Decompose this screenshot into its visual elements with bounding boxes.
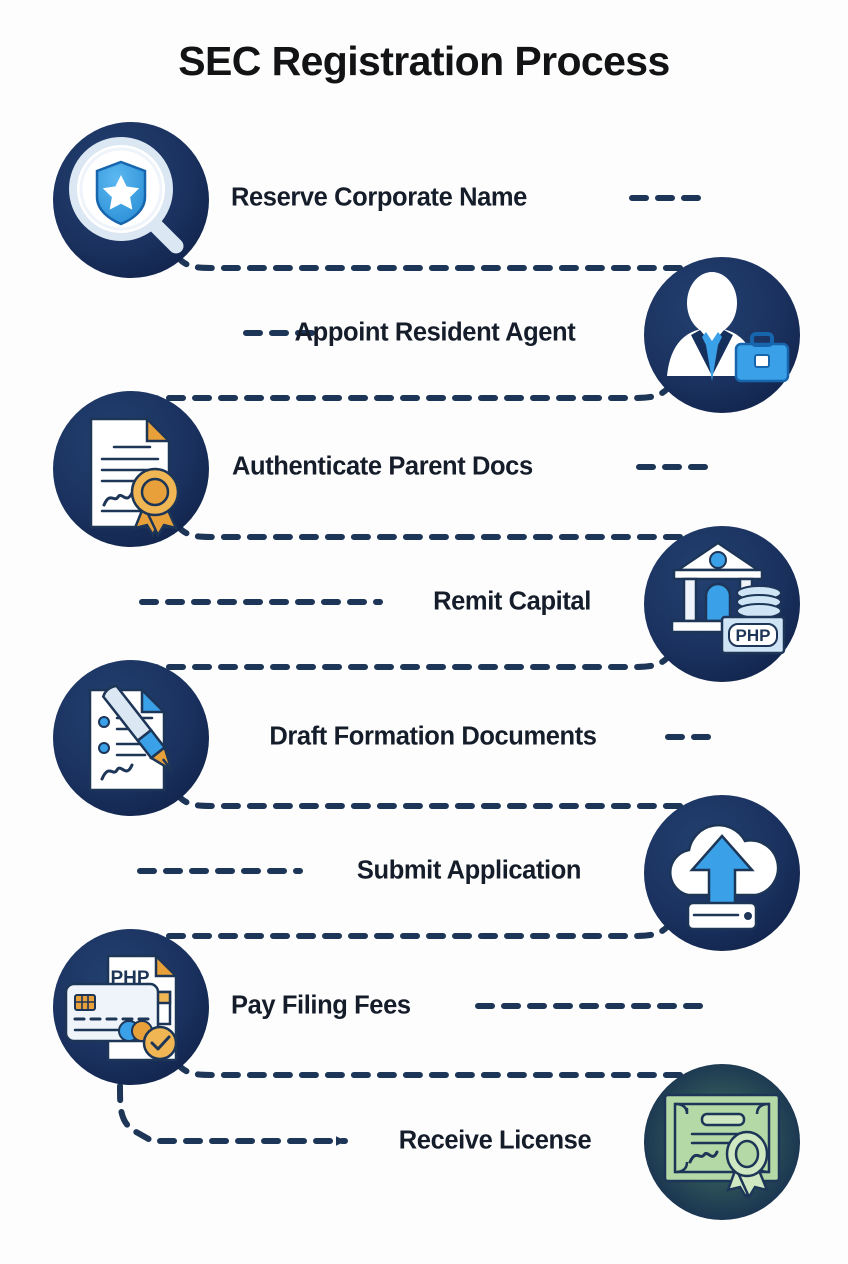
step-label-6: Submit Application [356,856,582,885]
step-label-1: Reserve Corporate Name [231,183,527,212]
document-pen-icon [88,684,174,792]
connector-3-4 [173,521,730,564]
step-node-1[interactable] [53,122,209,278]
step-node-7[interactable]: PHP [53,929,209,1085]
magnifier-shield-icon [69,137,184,254]
step-node-4[interactable]: PHP [644,526,800,682]
connector-2-3 [128,380,675,430]
step-node-8[interactable] [644,1064,800,1220]
step-node-6[interactable] [644,795,800,951]
connector-5-6 [173,790,730,833]
certificate-seal-icon [89,415,180,538]
connector-group [117,252,730,1146]
step-label-3: Authenticate Parent Docs [232,452,533,481]
step-node-2[interactable] [644,257,800,413]
cloud-upload-icon [669,823,780,931]
step-label-8: Receive License [398,1126,592,1155]
card-invoice-icon: PHP [64,952,180,1062]
connector-4-5 [128,649,675,699]
step-label-2: Appoint Resident Agent [294,318,576,347]
connector-1-2 [173,252,730,295]
connector-7-8 [173,1059,730,1102]
step-label-5: Draft Formation Documents [269,722,597,751]
step-label-7: Pay Filing Fees [231,991,411,1020]
business-agent-icon [667,272,790,383]
page-title: SEC Registration Process [178,38,670,84]
step-node-5[interactable] [53,660,209,816]
license-certificate-icon [663,1093,781,1200]
step-label-4: Remit Capital [433,587,591,616]
step-node-3[interactable] [53,391,209,547]
label-stub-group [137,195,719,1009]
connector-7-8-branch [117,1083,348,1146]
connector-6-7 [128,918,675,968]
bank-php-icon: PHP [670,541,786,655]
svg-text:PHP: PHP [736,626,771,645]
